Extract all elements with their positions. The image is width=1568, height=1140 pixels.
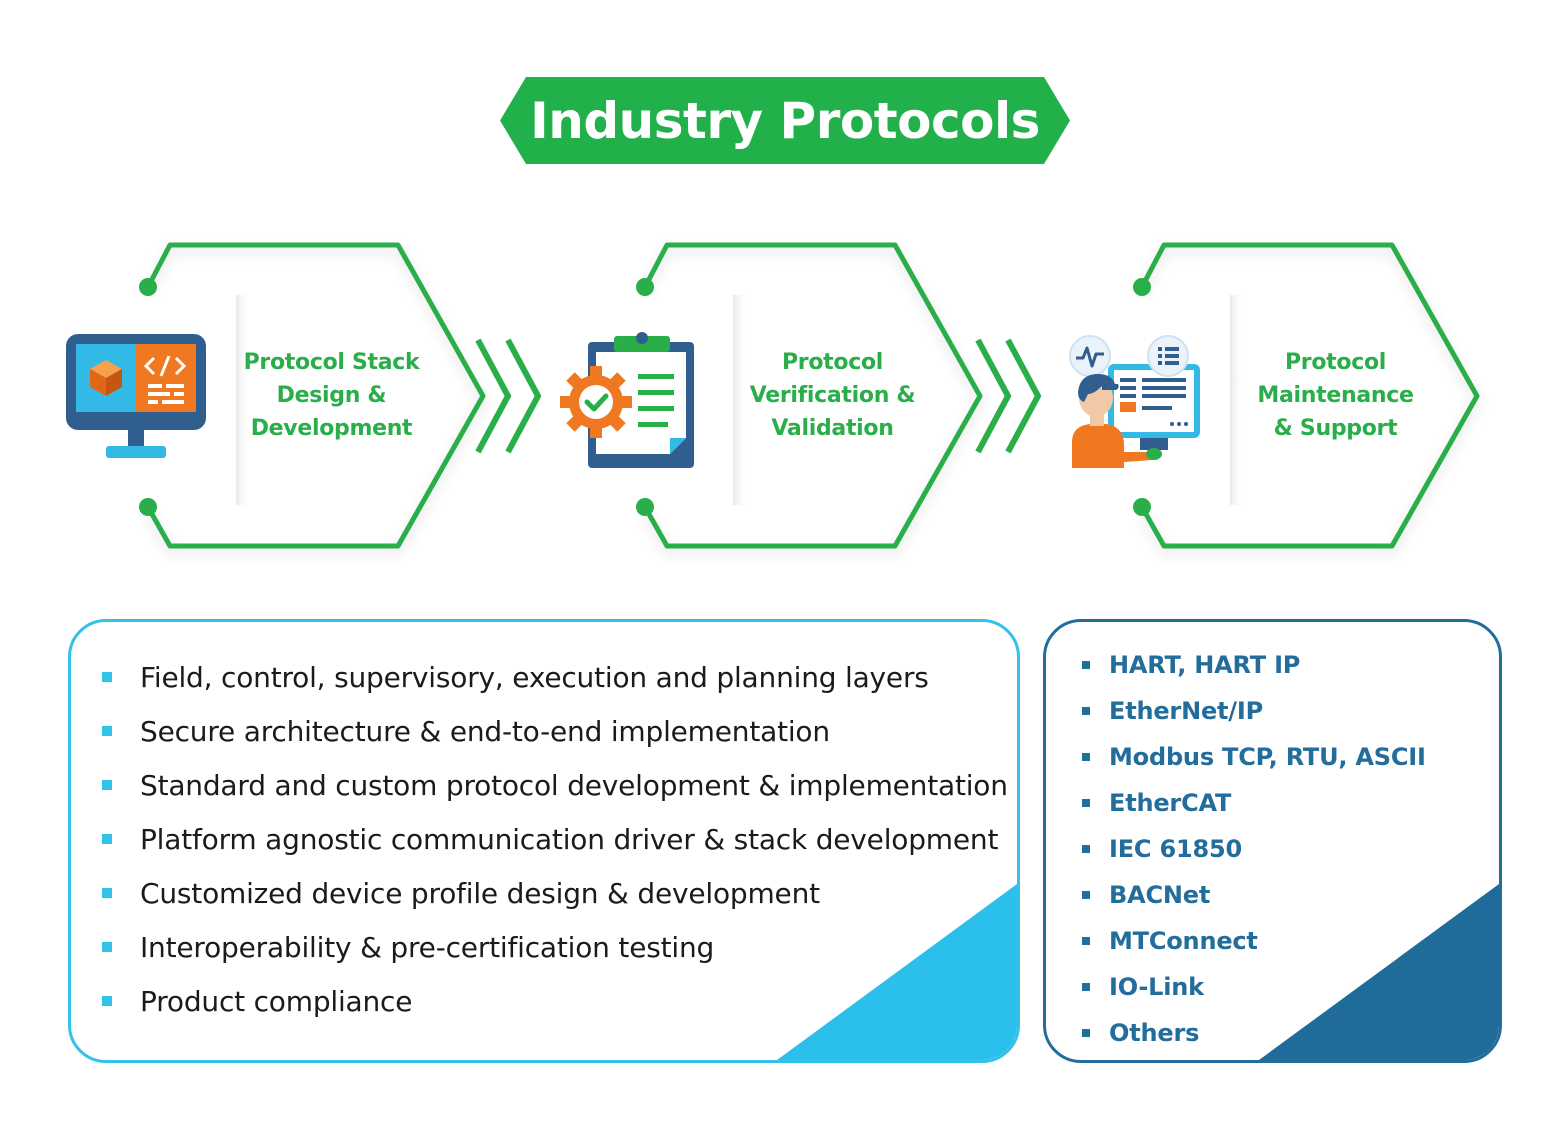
- arrow-chevrons-1: [475, 338, 542, 454]
- square-bullet-icon: [1082, 707, 1090, 715]
- list-item: IEC 61850: [1082, 826, 1426, 872]
- list-item-text: Customized device profile design & devel…: [140, 876, 820, 910]
- square-bullet-icon: [102, 888, 112, 898]
- list-item-text: Modbus TCP, RTU, ASCII: [1109, 743, 1426, 771]
- list-item: EtherCAT: [1082, 780, 1426, 826]
- square-bullet-icon: [1082, 661, 1090, 669]
- square-bullet-icon: [102, 672, 112, 682]
- square-bullet-icon: [1082, 937, 1090, 945]
- capabilities-panel: Field, control, supervisory, execution a…: [68, 619, 1020, 1063]
- list-item: IO-Link: [1082, 964, 1426, 1010]
- square-bullet-icon: [1082, 1029, 1090, 1037]
- step-2-top-dot: [636, 278, 654, 296]
- list-item-text: Interoperability & pre-certification tes…: [140, 930, 715, 964]
- square-bullet-icon: [1082, 753, 1090, 761]
- step-3-top-dot: [1133, 278, 1151, 296]
- step-1-hexagon: [145, 242, 486, 549]
- list-item: Field, control, supervisory, execution a…: [99, 650, 1008, 704]
- step-3-label: Protocol Maintenance & Support: [1257, 349, 1414, 441]
- list-item: Standard and custom protocol development…: [99, 758, 1008, 812]
- step-1-top-dot: [139, 278, 157, 296]
- page-title: Industry Protocols: [530, 91, 1040, 150]
- list-item-text: Field, control, supervisory, execution a…: [140, 660, 929, 694]
- clipboard-gear-check-icon: [560, 332, 694, 468]
- square-bullet-icon: [102, 942, 112, 952]
- square-bullet-icon: [102, 780, 112, 790]
- list-item-text: IEC 61850: [1109, 835, 1242, 863]
- engineer-dashboard-icon: [1069, 335, 1200, 468]
- step-2-bottom-dot: [636, 498, 654, 516]
- protocols-panel: HART, HART IP EtherNet/IP Modbus TCP, RT…: [1043, 619, 1502, 1063]
- step-3-divider: [1230, 295, 1244, 505]
- list-item: BACNet: [1082, 872, 1426, 918]
- square-bullet-icon: [102, 726, 112, 736]
- square-bullet-icon: [1082, 983, 1090, 991]
- list-item: Customized device profile design & devel…: [99, 866, 1008, 920]
- arrow-chevrons-2: [975, 338, 1042, 454]
- list-item: Others: [1082, 1010, 1426, 1056]
- title-banner-shape: [500, 77, 1070, 164]
- list-item-text: Secure architecture & end-to-end impleme…: [140, 714, 830, 748]
- square-bullet-icon: [1082, 799, 1090, 807]
- list-item: Modbus TCP, RTU, ASCII: [1082, 734, 1426, 780]
- panel-corner-accent: [1259, 884, 1499, 1060]
- square-bullet-icon: [1082, 845, 1090, 853]
- list-item-text: IO-Link: [1109, 973, 1204, 1001]
- list-item: HART, HART IP: [1082, 642, 1426, 688]
- list-item: Interoperability & pre-certification tes…: [99, 920, 1008, 974]
- list-item: Product compliance: [99, 974, 1008, 1028]
- process-flow: [139, 242, 1480, 549]
- panel-corner-accent: [777, 884, 1017, 1060]
- protocols-list: HART, HART IP EtherNet/IP Modbus TCP, RT…: [1082, 642, 1426, 1056]
- list-item-text: Platform agnostic communication driver &…: [140, 822, 999, 856]
- capabilities-list: Field, control, supervisory, execution a…: [99, 650, 1008, 1028]
- step-2-hexagon: [642, 242, 983, 549]
- step-3-hexagon: [1139, 242, 1480, 549]
- title-banner: Industry Protocols: [500, 77, 1070, 164]
- step-1-divider: [236, 295, 250, 505]
- list-item-text: MTConnect: [1109, 927, 1258, 955]
- step-3-bottom-dot: [1133, 498, 1151, 516]
- list-item-text: HART, HART IP: [1109, 651, 1301, 679]
- list-item-text: EtherNet/IP: [1109, 697, 1263, 725]
- list-item-text: BACNet: [1109, 881, 1211, 909]
- list-item-text: Others: [1109, 1019, 1200, 1047]
- list-item: EtherNet/IP: [1082, 688, 1426, 734]
- step-1-bottom-dot: [139, 498, 157, 516]
- list-item: MTConnect: [1082, 918, 1426, 964]
- list-item-text: Standard and custom protocol development…: [140, 768, 1008, 802]
- step-1-label: Protocol Stack Design & Development: [243, 349, 420, 441]
- square-bullet-icon: [1082, 891, 1090, 899]
- monitor-code-icon: [66, 334, 206, 458]
- step-2-divider: [733, 295, 747, 505]
- list-item-text: EtherCAT: [1109, 789, 1232, 817]
- square-bullet-icon: [102, 834, 112, 844]
- list-item-text: Product compliance: [140, 984, 413, 1018]
- square-bullet-icon: [102, 996, 112, 1006]
- step-2-label: Protocol Verification & Validation: [749, 349, 916, 441]
- list-item: Secure architecture & end-to-end impleme…: [99, 704, 1008, 758]
- list-item: Platform agnostic communication driver &…: [99, 812, 1008, 866]
